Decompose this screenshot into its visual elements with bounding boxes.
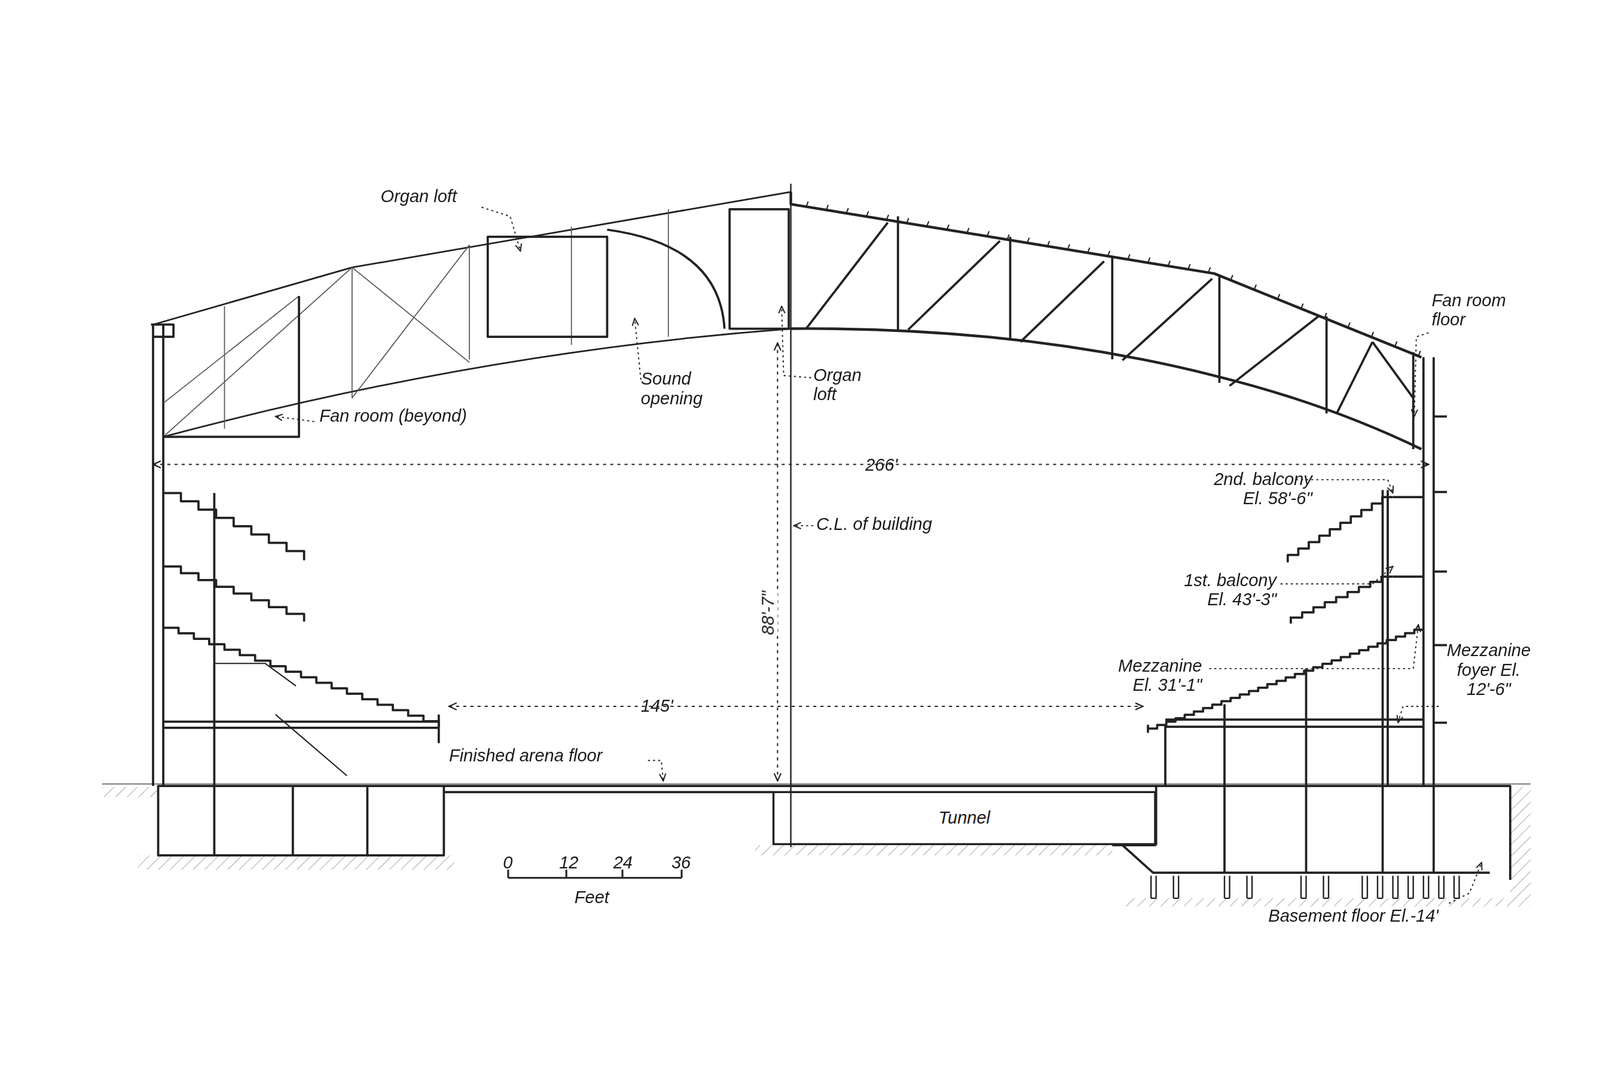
scale-number: 36 xyxy=(671,853,691,873)
pile-symbol xyxy=(1323,875,1329,899)
dimension-label: 145' xyxy=(640,695,674,716)
pile-symbol xyxy=(1301,875,1307,899)
dimension-label: 88'-7" xyxy=(758,590,778,635)
dimension-label: 266' xyxy=(865,455,898,475)
part-label: Fan room floor xyxy=(1431,290,1530,330)
part-label: Organ loft xyxy=(813,365,873,405)
pile-symbol xyxy=(1362,875,1368,899)
pile-symbol xyxy=(1423,875,1429,899)
pile-symbol xyxy=(1438,875,1444,899)
tunnel-label: Tunnel xyxy=(934,807,995,829)
part-label: Sound opening xyxy=(640,369,721,409)
pile-symbol xyxy=(1173,875,1180,899)
elevation-label: Basement floor El.-14' xyxy=(1268,905,1439,925)
elevation-label: 1st. balcony El. 43'-3" xyxy=(1159,570,1277,610)
elevation-label: Mezzanine foyer El. 12'-6" xyxy=(1441,640,1536,699)
pile-symbol xyxy=(1150,875,1157,899)
pile-symbol xyxy=(1247,875,1253,899)
scale-number: 0 xyxy=(502,853,513,873)
pile-symbol xyxy=(1224,875,1230,899)
centre-line-label: C.L. of building xyxy=(816,514,933,534)
part-label: Organ loft xyxy=(380,186,457,206)
pile-symbol xyxy=(1393,875,1399,899)
elevation-label: 2nd. balcony El. 58'-6" xyxy=(1191,469,1312,509)
pile-symbol xyxy=(1377,875,1383,899)
pile-symbol xyxy=(1408,875,1414,899)
tunnel-box: Tunnel xyxy=(772,791,1157,845)
scale-number: 24 xyxy=(613,853,633,873)
part-label: Fan room (beyond) xyxy=(319,405,467,426)
scale-unit: Feet xyxy=(574,887,610,908)
scale-number: 12 xyxy=(559,853,579,873)
pile-symbol xyxy=(1454,875,1460,899)
floor-label: Finished arena floor xyxy=(449,746,603,766)
elevation-label: Mezzanine El. 31'-1" xyxy=(1100,655,1203,695)
